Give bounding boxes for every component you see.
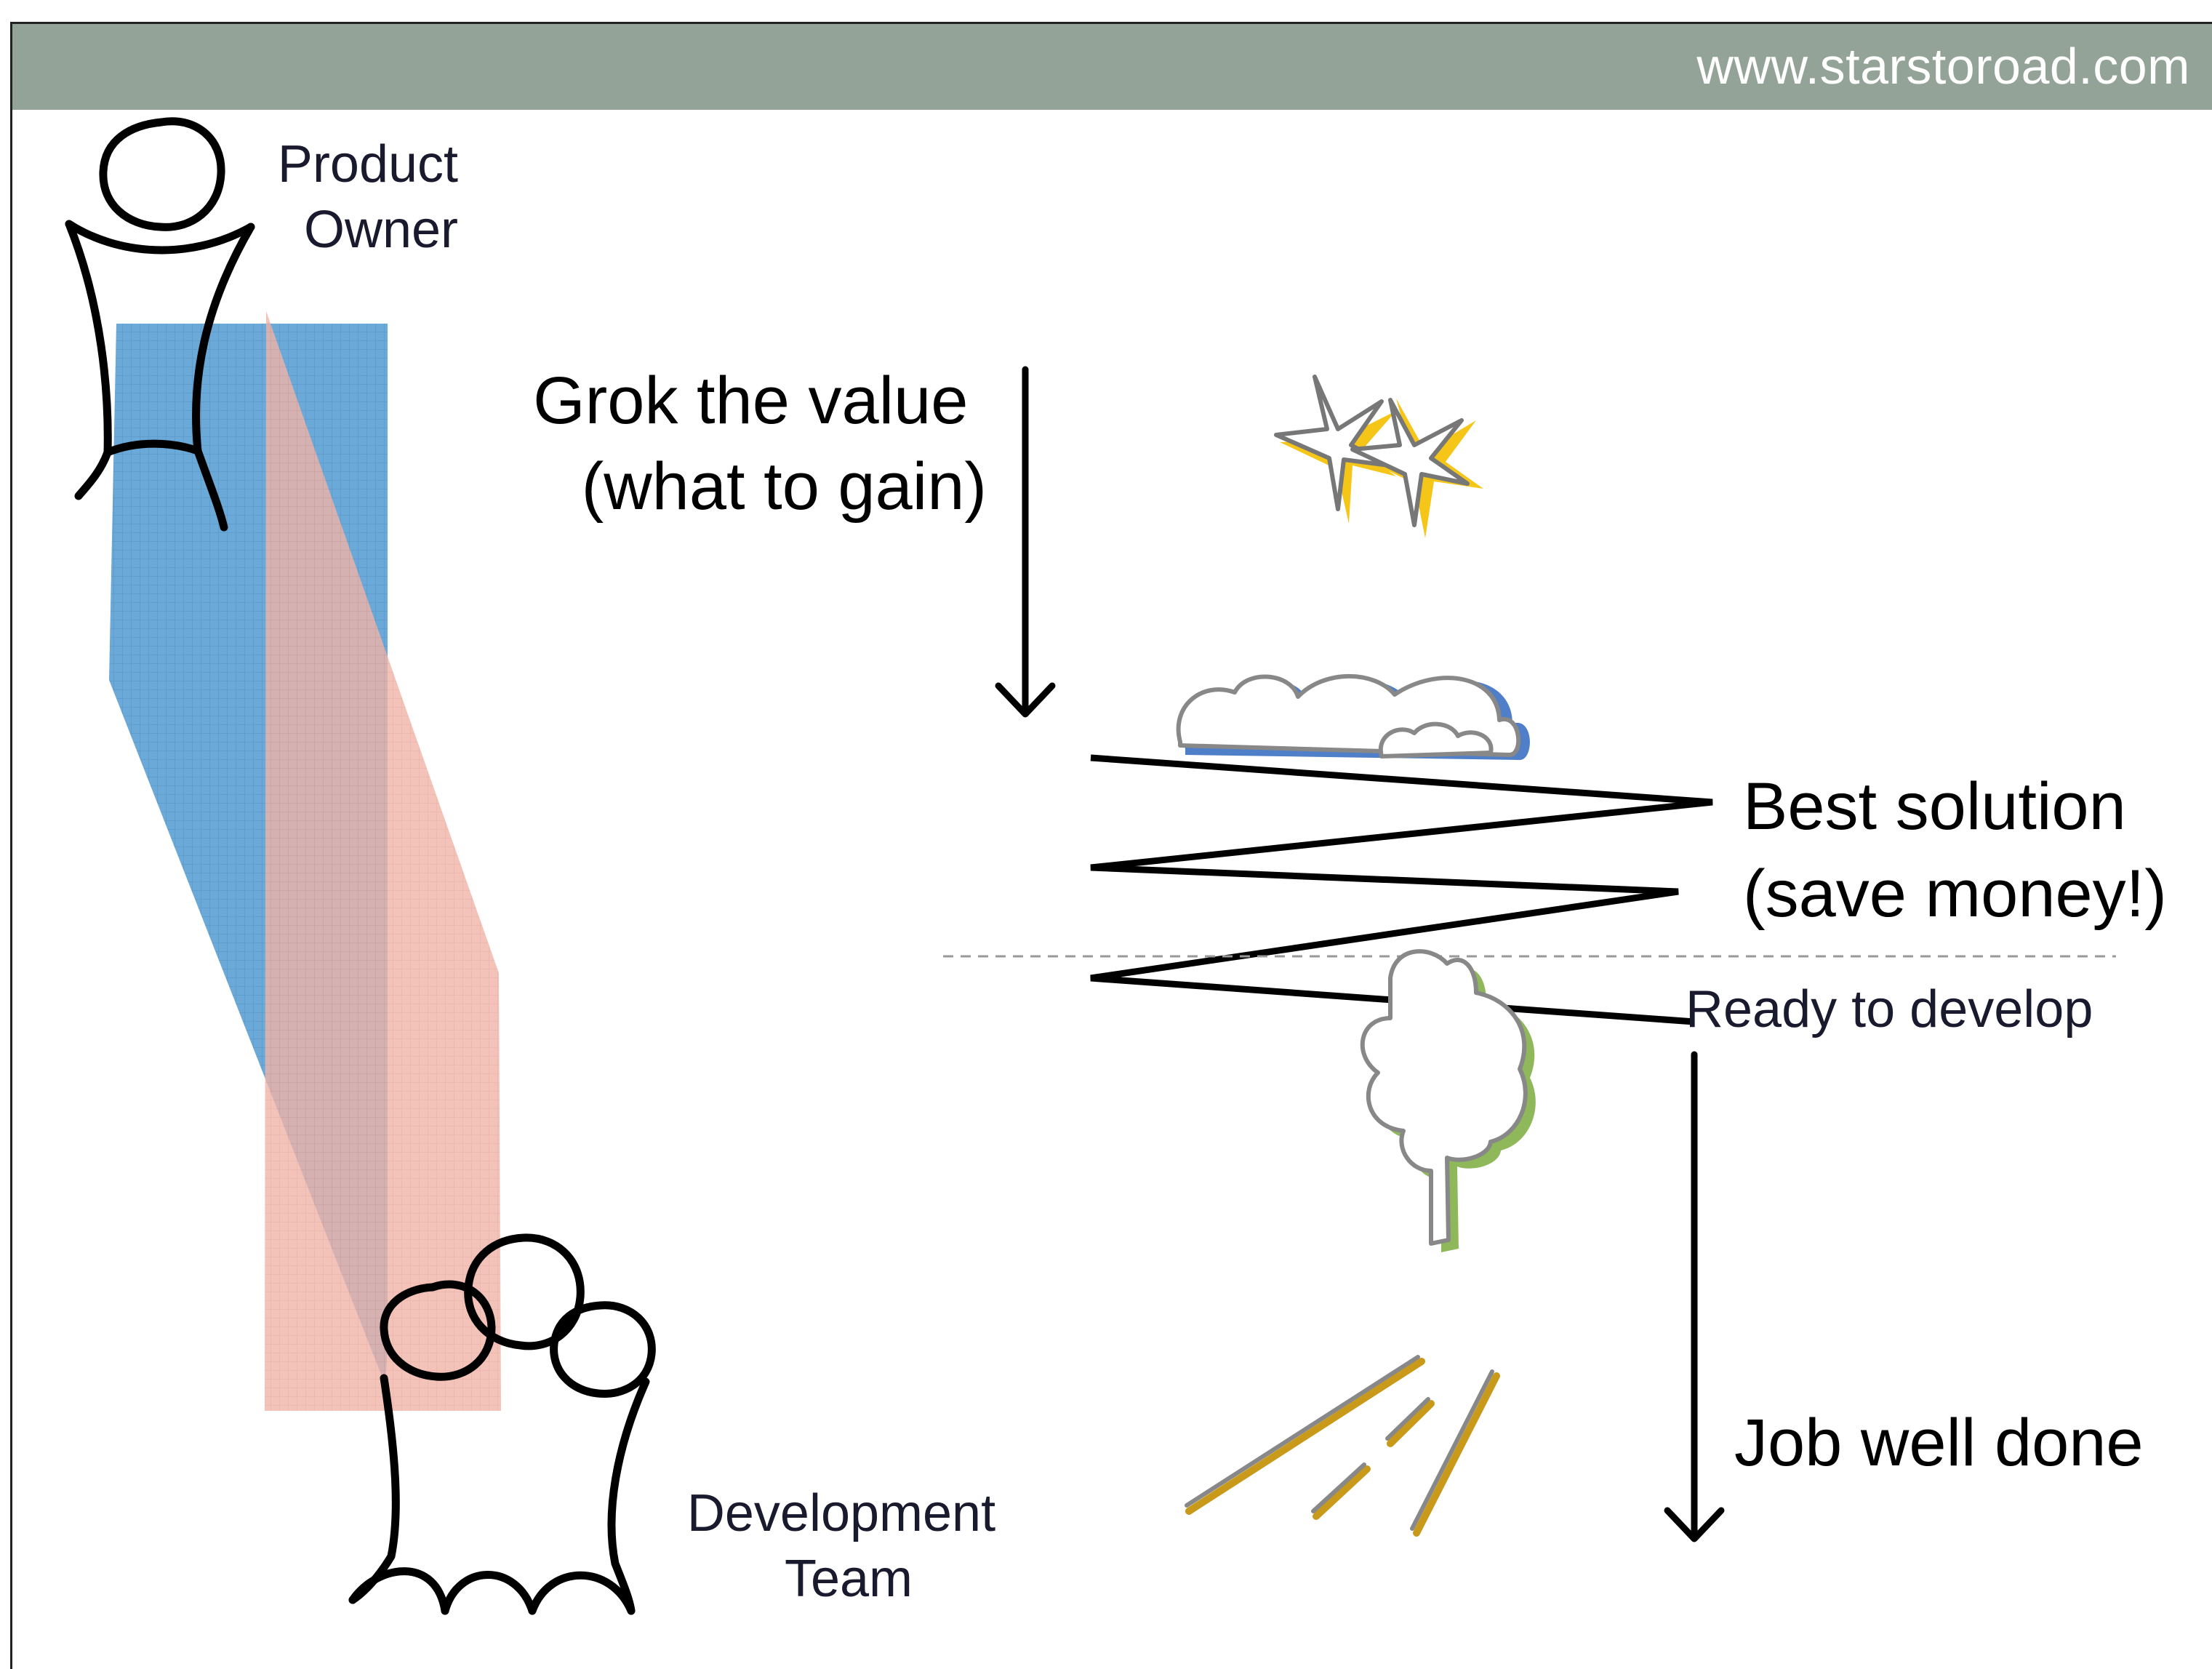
team-icon: [348, 1233, 656, 1615]
best-solution-label: Best solution (save money!): [1743, 769, 2167, 931]
person-icon: [65, 117, 255, 532]
job-arrow: [1664, 1051, 1725, 1542]
site-url[interactable]: www.starstoroad.com: [1696, 38, 2190, 95]
development-team-label: Development Team: [687, 1484, 1010, 1608]
product-owner-label: Product Owner: [278, 135, 473, 259]
header-bar: www.starstoroad.com: [12, 24, 2212, 110]
ready-label: Ready to develop: [1686, 980, 2093, 1038]
job-done-label: Job well done: [1734, 1406, 2144, 1480]
team-band: [265, 311, 501, 1411]
grok-arrow: [995, 366, 1056, 718]
stars-icon: [1274, 375, 1483, 538]
road-icon: [1185, 1355, 1500, 1537]
refinement-zigzag: [1090, 754, 1713, 1025]
grok-label: Grok the value (what to gain): [533, 364, 987, 524]
cloud-icon: [1176, 674, 1530, 760]
tree-icon: [1360, 949, 1536, 1252]
